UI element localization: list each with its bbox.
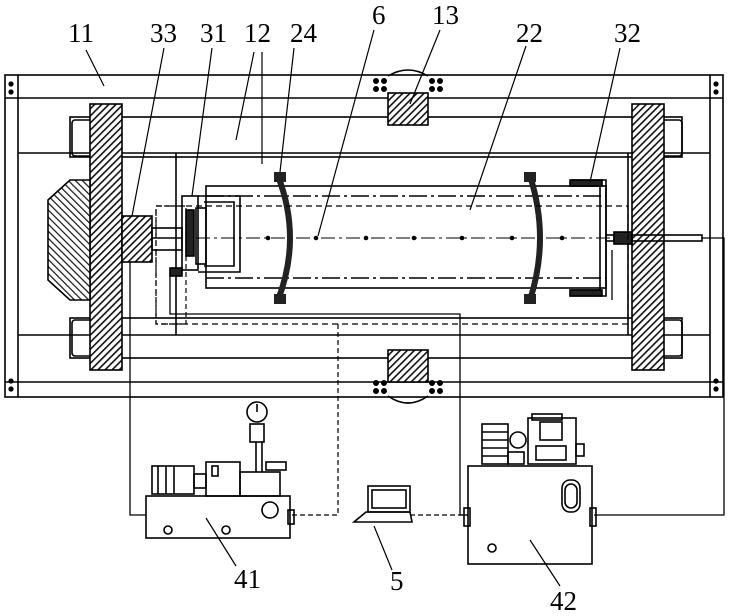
strain-gauges-6	[266, 236, 565, 241]
left-end-block	[48, 104, 122, 370]
label-22: 22	[516, 18, 543, 48]
label-24: 24	[290, 18, 318, 48]
actuator-33	[122, 216, 182, 262]
specimen-22	[196, 186, 612, 288]
label-31: 31	[200, 18, 227, 48]
label-11: 11	[68, 18, 94, 48]
left-sensor	[170, 268, 182, 276]
load-plate-31	[182, 196, 240, 272]
right-end-block	[632, 104, 664, 370]
label-41: 41	[234, 564, 261, 594]
label-33: 33	[150, 18, 177, 48]
label-6: 6	[372, 0, 386, 30]
leader-lines	[86, 30, 620, 586]
pump-station-41	[146, 402, 294, 538]
label-5: 5	[390, 566, 404, 596]
label-32: 32	[614, 18, 641, 48]
reference-labels: 11 33 31 12 24 6 13 22 32 41 5 42	[68, 0, 641, 616]
label-13: 13	[432, 0, 459, 30]
pump-station-42	[464, 414, 596, 564]
laptop-5	[354, 486, 412, 522]
label-12: 12	[244, 18, 271, 48]
dashed-enclosure	[156, 206, 628, 324]
label-42: 42	[550, 586, 577, 616]
